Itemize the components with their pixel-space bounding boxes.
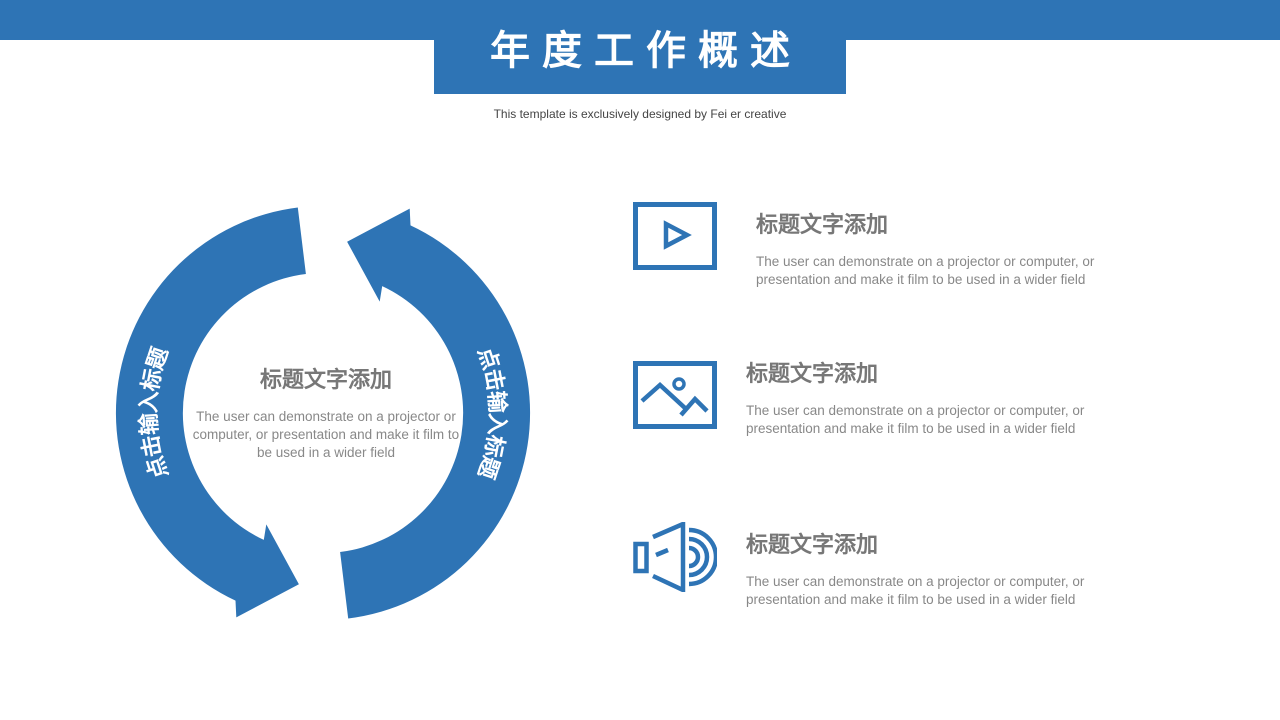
item-title: 标题文字添加 [746, 362, 879, 387]
item-body: The user can demonstrate on a projector … [746, 403, 1085, 436]
cycle-arrow-left [115, 207, 306, 618]
cycle-center-body: The user can demonstrate on a projector … [192, 409, 460, 460]
item-body: The user can demonstrate on a projector … [756, 254, 1095, 287]
title-box: 年度工作概述 [434, 0, 846, 94]
page-subtitle: This template is exclusively designed by… [493, 107, 787, 121]
item-title: 标题文字添加 [756, 213, 889, 238]
item-body: The user can demonstrate on a projector … [746, 574, 1085, 607]
cycle-center-title: 标题文字添加 [259, 368, 392, 393]
speaker-icon [633, 522, 717, 592]
page-title: 年度工作概述 [490, 28, 802, 74]
cycle-arrow-right [340, 208, 531, 619]
cycle-diagram: 点击输入标题 点击输入标题 [115, 207, 531, 619]
video-play-icon [633, 202, 717, 270]
image-icon [633, 361, 717, 429]
item-title: 标题文字添加 [746, 533, 879, 558]
